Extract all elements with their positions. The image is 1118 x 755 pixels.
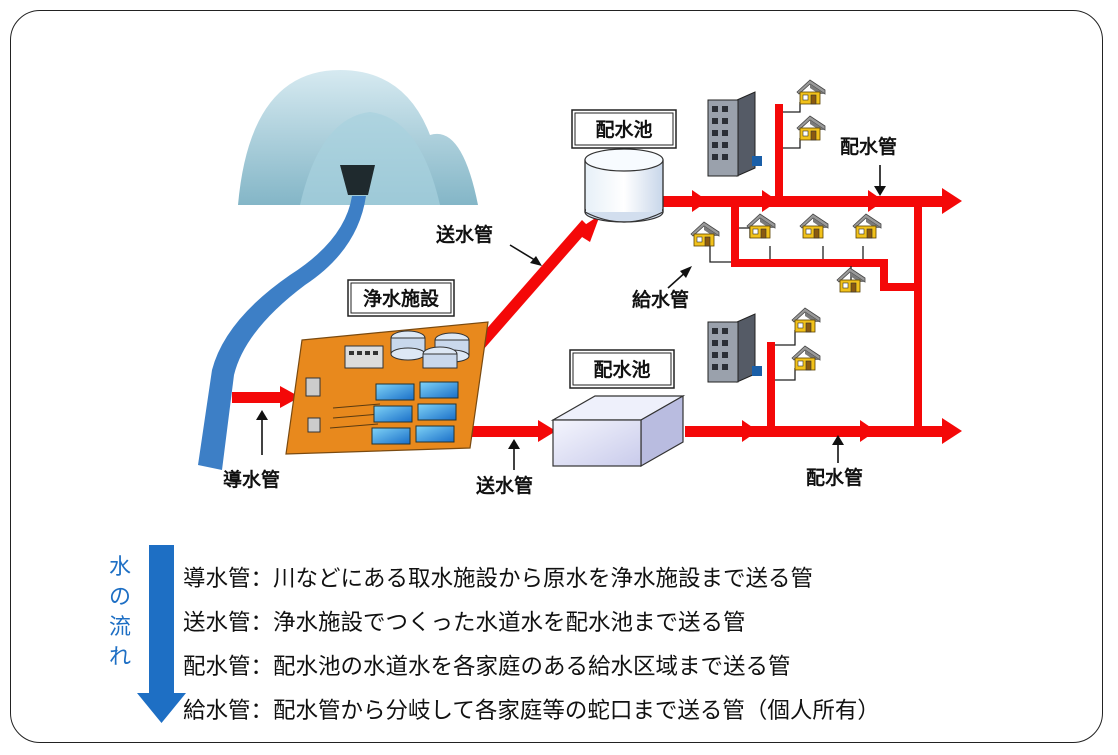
pointer-arrows — [256, 165, 886, 470]
flow-label-char: れ — [108, 645, 131, 670]
house-icon — [836, 267, 866, 293]
house-icon — [796, 79, 826, 105]
reservoir-bottom-label: 配水池 — [569, 349, 675, 389]
house-icon — [791, 307, 821, 333]
legend-item-intake: 導水管：川などにある取水施設から原水を浄水施設まで送る管 — [183, 566, 814, 592]
dam-icon — [238, 70, 478, 205]
house-icon — [746, 213, 776, 239]
treatment-plant-label: 浄水施設 — [347, 279, 455, 317]
conveyance-pipe-bottom-label: 送水管 — [476, 474, 533, 497]
flow-label: 水 の 流 れ — [104, 553, 136, 673]
apartment-building-icon — [707, 91, 762, 177]
apartment-building-icon — [707, 313, 762, 383]
legend-item-distribution: 配水管：配水池の水道水を各家庭のある給水区域まで送る管 — [183, 654, 791, 680]
house-icon — [791, 345, 821, 371]
house-icon — [796, 115, 826, 141]
intake-pipe-label: 導水管 — [223, 468, 280, 491]
pipe-network — [232, 104, 962, 444]
distribution-pipe-top-label: 配水管 — [840, 135, 897, 158]
reservoir-box-icon — [550, 394, 686, 468]
flow-label-char: 流 — [108, 615, 131, 640]
legend: 導水管：川などにある取水施設から原水を浄水施設まで送る管 送水管：浄水施設でつく… — [183, 557, 880, 733]
flow-label-char: の — [108, 585, 131, 610]
legend-item-conveyance: 送水管：浄水施設でつくった水道水を配水池まで送る管 — [183, 610, 746, 636]
legend-item-service: 給水管：配水管から分岐して各家庭等の蛇口まで送る管（個人所有） — [183, 698, 880, 724]
service-pipe-label: 給水管 — [632, 288, 689, 311]
house-icon — [799, 213, 829, 239]
house-icon — [690, 221, 720, 247]
reservoir-bottom-label-text: 配水池 — [593, 358, 650, 381]
river-icon — [198, 196, 366, 470]
treatment-plant-label-text: 浄水施設 — [363, 287, 440, 310]
reservoir-top-label: 配水池 — [571, 109, 677, 149]
diagram-frame — [10, 10, 1103, 743]
reservoir-tank-icon — [584, 148, 664, 223]
distribution-pipe-bottom-label: 配水管 — [806, 466, 863, 489]
flow-label-char: 水 — [108, 555, 131, 580]
flow-down-arrow-icon — [137, 545, 186, 723]
house-icon — [852, 213, 882, 239]
reservoir-top-label-text: 配水池 — [595, 118, 652, 141]
conveyance-pipe-top-label: 送水管 — [436, 223, 493, 246]
treatment-plant-icon — [285, 321, 489, 455]
